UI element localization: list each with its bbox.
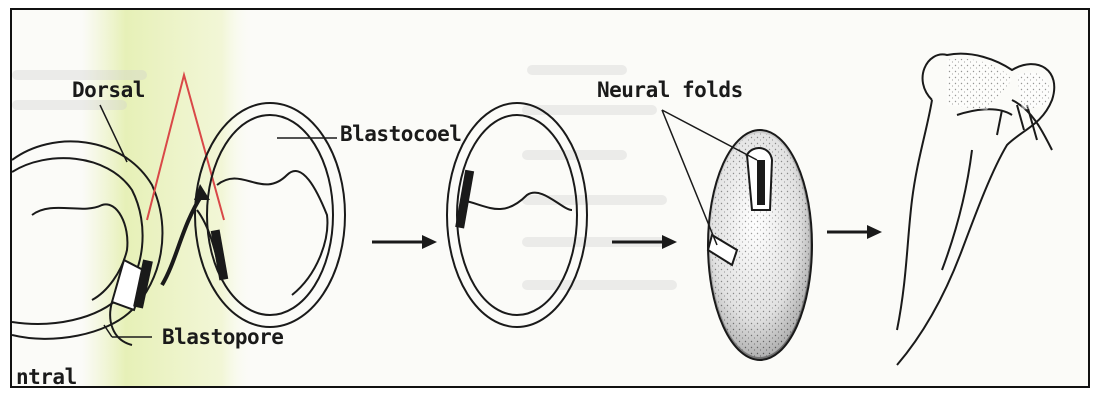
arrow-1 xyxy=(372,235,437,249)
gastrula-late xyxy=(447,103,587,327)
label-dorsal: Dorsal xyxy=(72,78,145,102)
label-ventral: ntral xyxy=(16,365,77,388)
larva-shading xyxy=(947,59,1050,110)
diagram-frame: Dorsal Blastocoel Neural folds Blastopor… xyxy=(10,8,1090,388)
label-neural-folds: Neural folds xyxy=(597,78,743,102)
label-blastopore: Blastopore xyxy=(162,325,283,349)
label-blastocoel: Blastocoel xyxy=(340,122,461,146)
arrow-3 xyxy=(827,225,882,239)
neurula xyxy=(708,130,812,360)
